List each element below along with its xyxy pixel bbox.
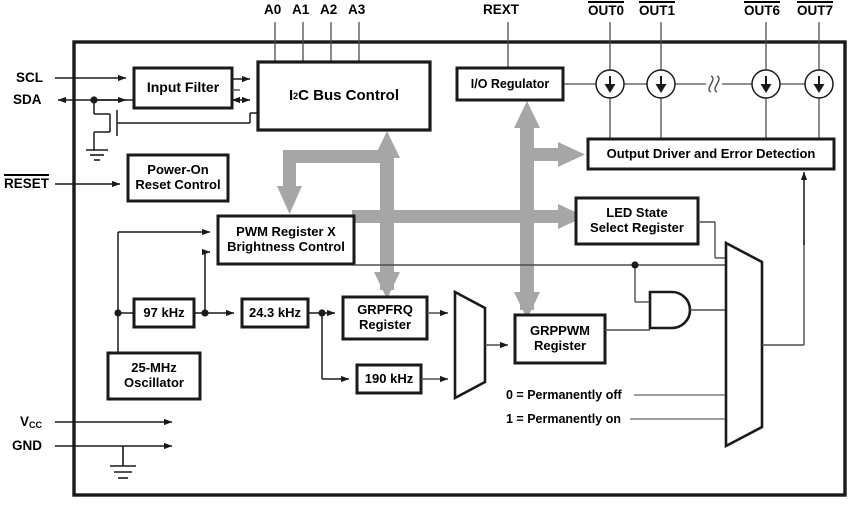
pin-a2-label: A2 xyxy=(320,2,338,17)
block-97khz-label: 97 kHz xyxy=(143,304,185,320)
pwm-line-2: Brightness Control xyxy=(227,239,345,254)
current-source-out6 xyxy=(751,69,781,99)
junction-dot-97k xyxy=(201,309,209,317)
pin-a1-label: A1 xyxy=(292,2,310,17)
block-output-driver xyxy=(586,137,836,171)
top-pin-leads xyxy=(274,22,820,70)
clock-chain-wires xyxy=(117,228,350,383)
permanent-state-wires xyxy=(630,394,726,420)
junction-dot-osc xyxy=(114,309,122,317)
ground-symbol-sda xyxy=(86,149,108,161)
pin-out1-label: OUT1 xyxy=(639,1,676,18)
block-25mhz-oscillator xyxy=(106,351,202,401)
block-input-filter xyxy=(132,66,234,110)
pin-a3-label: A3 xyxy=(348,2,366,17)
and-gate-blink xyxy=(648,290,692,330)
por-line-2: Reset Control xyxy=(135,177,221,192)
pin-scl-label: SCL xyxy=(16,70,43,85)
ground-symbol-gnd xyxy=(110,446,136,479)
led-state-output-wire xyxy=(698,221,726,259)
mux-output-select xyxy=(724,240,764,449)
grpfrq-line-1: GRPFRQ xyxy=(357,302,413,318)
current-source-out1 xyxy=(646,69,676,99)
bus-break-symbol-2 xyxy=(714,75,720,93)
pin-reset-label: RESET xyxy=(4,174,50,191)
block-grppwm-register-label: GRPPWM Register xyxy=(515,315,605,363)
block-io-regulator xyxy=(455,66,565,102)
block-grpfrq-register-label: GRPFRQ Register xyxy=(343,297,427,339)
current-source-group xyxy=(595,69,834,99)
open-drain-transistor xyxy=(93,100,258,150)
block-i2c-bus-control xyxy=(256,60,432,132)
pin-vcc-label: VCC xyxy=(20,414,43,430)
block-led-state-select xyxy=(574,196,700,246)
output-down-leads xyxy=(563,83,820,139)
block-pwm-register xyxy=(216,214,356,266)
block-pwm-register-label: PWM Register X Brightness Control xyxy=(218,216,354,264)
pin-rext-label: REXT xyxy=(483,2,520,17)
grppwm-line-1: GRPPWM xyxy=(530,323,590,339)
pin-out7-label: OUT7 xyxy=(797,1,834,18)
current-source-out0 xyxy=(595,69,625,99)
pin-out0-label: OUT0 xyxy=(588,1,625,18)
pin-out6-label: OUT6 xyxy=(744,1,781,18)
block-25mhz-oscillator-label: 25-MHz Oscillator xyxy=(108,353,200,399)
junction-dot-pwm-tap xyxy=(631,261,639,269)
block-190khz xyxy=(355,363,423,395)
pin-gnd-label: GND xyxy=(12,438,42,453)
gray-data-bus xyxy=(277,101,585,319)
mux-frequency-inputs xyxy=(421,309,509,383)
block-190khz-label: 190 kHz xyxy=(364,370,414,386)
osc-line-1: 25-MHz xyxy=(131,360,177,376)
pwm-line-1: PWM Register X xyxy=(236,224,336,240)
block-power-on-reset xyxy=(126,153,230,203)
current-source-out7 xyxy=(804,69,834,99)
junction-dot-24k xyxy=(318,309,326,317)
block-grpfrq-register xyxy=(341,295,429,341)
osc-line-2: Oscillator xyxy=(124,375,184,390)
grppwm-line-2: Register xyxy=(533,338,587,353)
mux-output-to-driver xyxy=(762,240,805,346)
block-grppwm-register xyxy=(513,313,607,365)
note-permanently-on: 1 = Permanently on xyxy=(506,412,621,426)
and-gate-wires xyxy=(634,265,726,311)
por-line-1: Power-On xyxy=(147,162,209,178)
note-permanently-off: 0 = Permanently off xyxy=(506,388,622,402)
led-line-2: Select Register xyxy=(590,220,684,235)
block-io-regulator-label: I/O Regulator xyxy=(470,77,550,91)
mux-frequency-select xyxy=(453,289,487,401)
block-led-state-select-label: LED State Select Register xyxy=(576,198,698,244)
pin-sda-label: SDA xyxy=(13,92,42,107)
bus-break-symbol xyxy=(708,75,714,93)
block-input-filter-label: Input Filter xyxy=(146,79,220,96)
led-line-1: LED State xyxy=(606,205,668,221)
block-power-on-reset-label: Power-On Reset Control xyxy=(128,155,228,201)
block-output-driver-label: Output Driver and Error Detection xyxy=(606,145,816,161)
chip-boundary xyxy=(72,40,847,497)
pin-a0-label: A0 xyxy=(264,2,282,17)
block-24khz-label: 24.3 kHz xyxy=(248,304,302,320)
grpfrq-line-2: Register xyxy=(358,317,412,332)
